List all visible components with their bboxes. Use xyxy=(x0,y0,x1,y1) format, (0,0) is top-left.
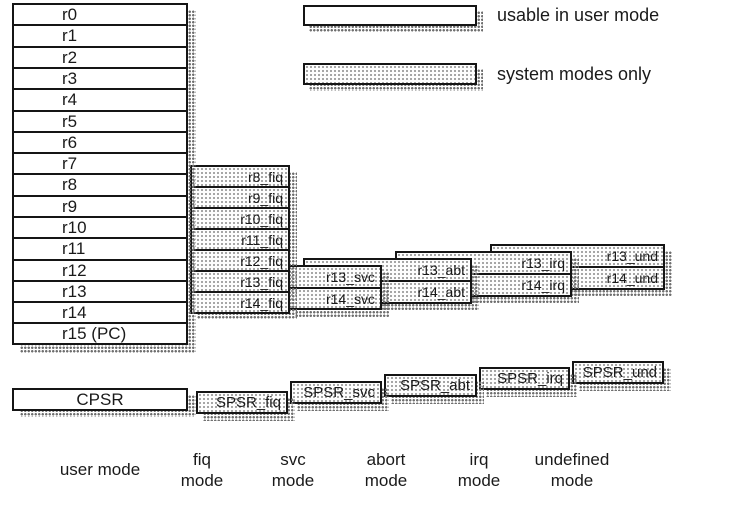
register-row-r2: r2 xyxy=(12,46,188,69)
spsr-irq-box: SPSR_irq xyxy=(479,367,570,390)
register-row-r6: r6 xyxy=(12,131,188,154)
register-row-r13: r13 xyxy=(12,280,188,303)
register-row-r11: r11 xyxy=(12,237,188,261)
mode-label-undefined: undefined mode xyxy=(517,449,627,491)
register-row-r0: r0 xyxy=(12,3,188,26)
banked-register-box-r8-fiq: r8_fiq xyxy=(190,165,290,188)
mode-label-fiq: fiq mode xyxy=(147,449,257,491)
register-row-r12: r12 xyxy=(12,259,188,282)
mode-label-line: abort xyxy=(366,450,406,469)
mode-label-line: mode xyxy=(364,471,408,490)
banked-register-box-r9-fiq: r9_fiq xyxy=(190,186,290,209)
mode-label-line: svc xyxy=(280,450,306,469)
mode-label-abort: abort mode xyxy=(331,449,441,491)
register-row-r7: r7 xyxy=(12,152,188,175)
register-row-r14: r14 xyxy=(12,301,188,324)
legend-swatch-user-mode xyxy=(303,5,477,26)
register-row-r5: r5 xyxy=(12,110,188,133)
mode-label-line: undefined xyxy=(534,450,610,469)
register-row-r9: r9 xyxy=(12,195,188,218)
mode-label-line: mode xyxy=(180,471,224,490)
legend-label-system-modes: system modes only xyxy=(497,64,652,84)
banked-register-box-r11-fiq: r11_fiq xyxy=(190,228,290,251)
mode-label-line: mode xyxy=(550,471,594,490)
legend-label-user-mode: usable in user mode xyxy=(497,5,660,25)
banked-register-box-r13-fiq: r13_fiq xyxy=(190,270,290,293)
banked-register-box-r10-fiq: r10_fiq xyxy=(190,207,290,230)
banked-register-box-r12-fiq: r12_fiq xyxy=(190,249,290,272)
banked-register-box-r14-fiq: r14_fiq xyxy=(190,291,290,314)
banked-register-box-r13-irq: r13_irq xyxy=(395,251,572,275)
mode-label-user: user mode xyxy=(45,449,155,480)
register-row-r3: r3 xyxy=(12,67,188,90)
banked-register-box-r13-svc: r13_svc xyxy=(288,265,382,289)
legend-swatch-system-modes xyxy=(303,63,477,85)
mode-label-irq: irq mode xyxy=(424,449,534,491)
register-row-r1: r1 xyxy=(12,24,188,48)
spsr-svc-box: SPSR_svc xyxy=(290,381,382,404)
mode-label-line: mode xyxy=(457,471,501,490)
spsr-fiq-box: SPSR_fiq xyxy=(196,391,288,414)
register-row-r4: r4 xyxy=(12,88,188,112)
spsr-und-box: SPSR_und xyxy=(572,361,664,384)
register-row-r8: r8 xyxy=(12,173,188,197)
mode-label-svc: svc mode xyxy=(238,449,348,491)
register-row-r15-pc: r15 (PC) xyxy=(12,322,188,345)
spsr-abt-box: SPSR_abt xyxy=(384,374,477,397)
register-row-r10: r10 xyxy=(12,216,188,239)
mode-label-line: irq xyxy=(469,450,489,469)
banked-register-box-r14-svc: r14_svc xyxy=(288,287,382,310)
mode-label-line: mode xyxy=(271,471,315,490)
mode-label-line: fiq xyxy=(193,450,211,469)
mode-label-line: user mode xyxy=(59,460,141,479)
cpsr-box: CPSR xyxy=(12,388,188,411)
